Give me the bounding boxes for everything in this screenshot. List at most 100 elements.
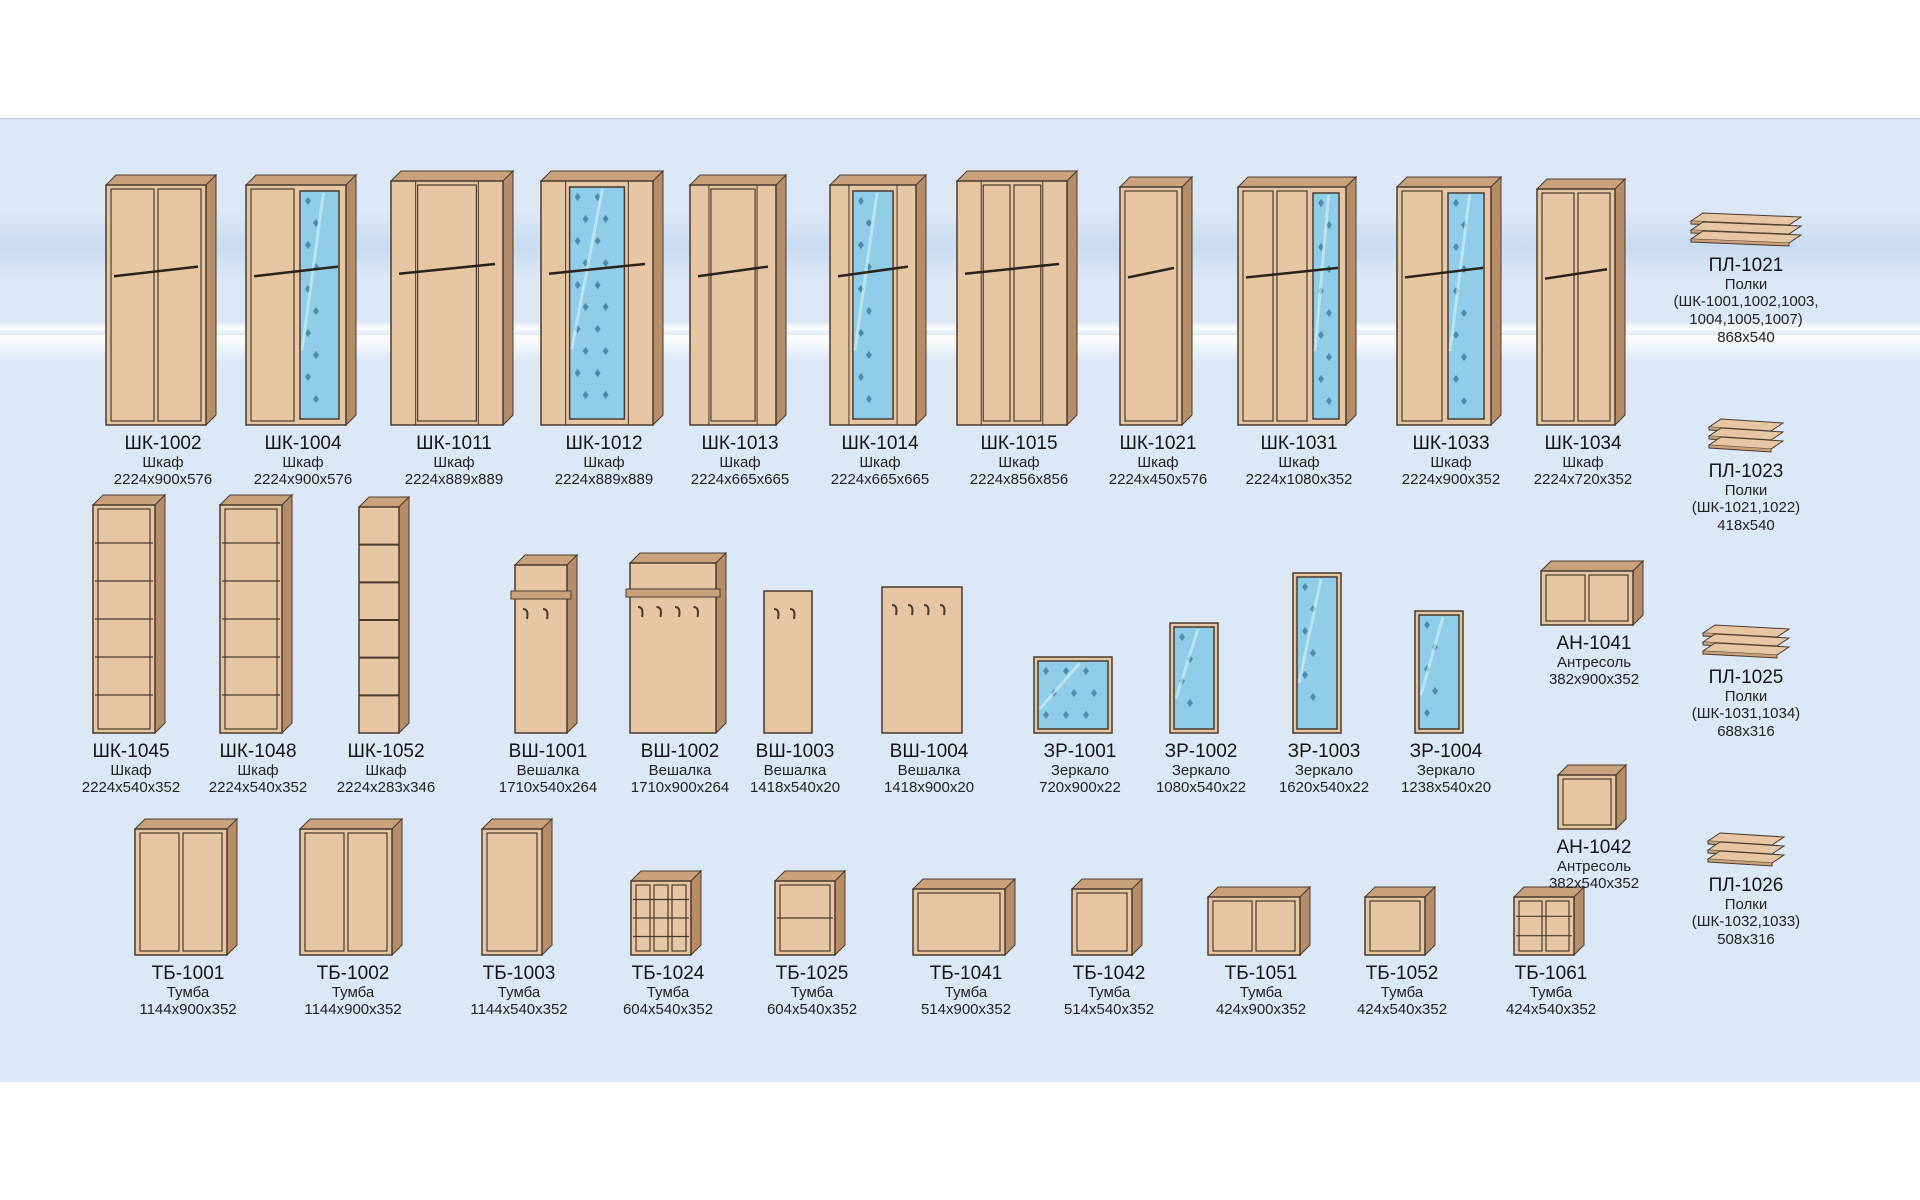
item-code: ТБ-1001 [151,963,225,984]
item-kind: Тумба [1087,984,1131,1001]
item-code: ТБ-1041 [929,963,1003,984]
item-dims: 2224x856x856 [969,471,1069,488]
item-dims: 2224x540x352 [81,779,181,796]
item-dims: 1144x900x352 [139,1001,237,1018]
item-dims: 1080x540x22 [1155,779,1247,796]
item-code: ЗР-1001 [1043,741,1117,762]
item-dims: 1418x540x20 [749,779,841,796]
shelves-illustration [1701,624,1791,659]
item-code: ШК-1004 [264,433,342,454]
shelf-dims: 688x316 [1717,723,1775,740]
item-dims: 514x900x352 [920,1001,1012,1018]
item-code: ШК-1034 [1544,433,1622,454]
item-dims: 2224x540x352 [208,779,308,796]
furniture-illustration [934,137,1104,427]
item-kind: Тумба [1239,984,1283,1001]
item-code: ШК-1052 [347,741,425,762]
item-dims: 382x900x352 [1548,671,1640,688]
shelf-note2: 1004,1005,1007) [1689,311,1803,328]
furniture-illustration [519,137,689,427]
shelf-kind: Полки [1724,896,1768,913]
item-code: ШК-1013 [701,433,779,454]
furniture-illustration [173,493,343,735]
item-kind: Шкаф [583,454,625,471]
shelf-code: ПЛ-1023 [1708,461,1784,482]
shelf-note1: (ШК-1001,1002,1003, [1673,293,1819,310]
mirror-illustration [995,501,1165,735]
furniture-illustration [583,841,753,957]
item-dims: 1710x900x264 [630,779,730,796]
item-kind: Тумба [1380,984,1424,1001]
shelf-dims: 868x540 [1717,329,1775,346]
item-code: ШК-1015 [980,433,1058,454]
furniture-illustration [103,817,273,957]
item-kind: Антресоль [1556,858,1632,875]
item-dims: 604x540x352 [622,1001,714,1018]
item-dims: 424x540x352 [1356,1001,1448,1018]
item-code: ШК-1045 [92,741,170,762]
item-dims: 1620x540x22 [1278,779,1370,796]
item-kind: Шкаф [433,454,475,471]
furniture-illustration [1214,137,1384,427]
mirror-illustration [1361,501,1531,735]
item-code: ШК-1021 [1119,433,1197,454]
mirror-illustration [1239,501,1409,735]
shelves-illustration [1706,832,1786,867]
item-dims: 424x540x352 [1505,1001,1597,1018]
furniture-illustration [268,817,438,957]
item-code: ТБ-1042 [1072,963,1146,984]
item-code: ТБ-1003 [482,963,556,984]
item-dims: 1418x900x20 [883,779,975,796]
shelves-illustration [1689,212,1803,247]
shelf-note1: (ШК-1031,1034) [1691,705,1801,722]
shelf-code: ПЛ-1026 [1708,875,1784,896]
item-dims: 2224x889x889 [554,471,654,488]
shelf-note1: (ШК-1032,1033) [1691,913,1801,930]
item-code: ШК-1031 [1260,433,1338,454]
item-code: ШК-1012 [565,433,643,454]
item-code: ШК-1002 [124,433,202,454]
furniture-illustration [369,137,539,427]
furniture-illustration [1466,841,1636,957]
shelf-dims: 508x316 [1717,931,1775,948]
item-kind: Вешалка [763,762,827,779]
item-dims: 2224x450x576 [1108,471,1208,488]
shelf-kind: Полки [1724,688,1768,705]
item-code: ШК-1048 [219,741,297,762]
furniture-illustration [1073,137,1243,427]
item-code: ЗР-1003 [1287,741,1361,762]
item-code: ТБ-1061 [1514,963,1588,984]
furniture-illustration [301,495,471,735]
furniture-illustration [463,501,633,735]
furniture-illustration [727,841,897,957]
item-kind: Тумба [1529,984,1573,1001]
item-kind: Тумба [166,984,210,1001]
item-dims: 382x540x352 [1548,875,1640,892]
item-dims: 1238x540x20 [1400,779,1492,796]
item-kind: Тумба [331,984,375,1001]
item-code: ЗР-1002 [1164,741,1238,762]
